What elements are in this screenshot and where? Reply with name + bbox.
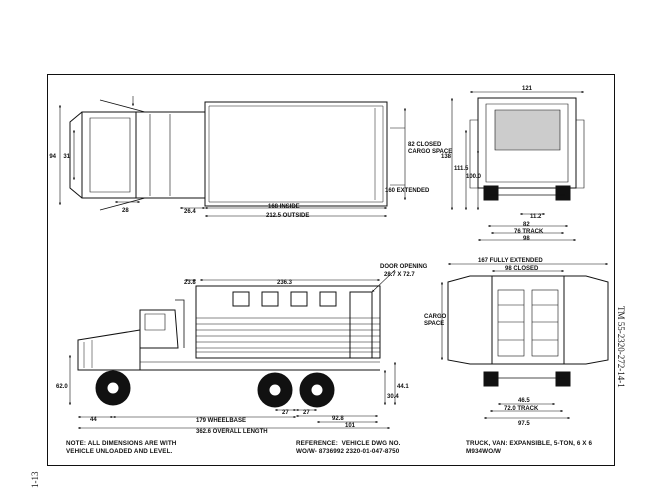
side-door: [349, 291, 373, 359]
side-window-4: [319, 291, 337, 307]
door-dims-label: 28.7 X 72.7: [384, 272, 415, 278]
side-view: [68, 269, 397, 430]
rear-dim-98-label: 98: [523, 236, 530, 242]
wheelbase-label: 179 WHEELBASE: [196, 418, 246, 424]
dim-26-4-label: 26.4: [184, 209, 196, 215]
closed-98-label: 98 CLOSED: [505, 266, 539, 272]
right-wing: [563, 275, 609, 365]
rear-dim-97-5-label: 97.5: [518, 421, 530, 427]
cargo-space-label: CARGO SPACE: [424, 314, 448, 327]
inside-length-label: 168 INSIDE: [268, 204, 300, 210]
top-view-cargo-box: [204, 101, 388, 207]
rear-height-100-label: 100.0: [466, 174, 482, 180]
closed-cargo-label: 82 CLOSED CARGO SPACE: [408, 142, 452, 155]
dim-28-label: 28: [122, 208, 129, 214]
rear-view-closed: [450, 90, 585, 242]
dim-94-label: 94: [49, 154, 56, 160]
rear-dim-82-label: 82: [523, 222, 530, 228]
reference-note: REFERENCE: VEHICLE DWG NO. WO/W- 8736992…: [296, 440, 401, 455]
side-dim-101-label: 101: [345, 423, 356, 429]
top-view-bumper: [69, 111, 83, 199]
left-wing: [447, 275, 493, 365]
rear-dim-11-2-label: 11.2: [530, 214, 542, 220]
closed-cargo-line-1: 82 CLOSED: [408, 142, 442, 148]
side-window-2: [261, 291, 279, 307]
side-dim-44-1-label: 44.1: [397, 384, 409, 390]
side-view-cargo-body: [195, 285, 381, 359]
side-dim-236-3-label: 236.3: [277, 280, 293, 286]
side-view-cab: [139, 309, 179, 349]
rear-track-72-label: 72.0 TRACK: [504, 406, 539, 412]
dim-31-label: 31: [63, 154, 70, 160]
side-dim-27b-label: 27: [303, 410, 310, 416]
top-view-cab: [81, 111, 137, 199]
cargo-space-line-2: SPACE: [424, 321, 444, 327]
vehicle-title: TRUCK, VAN: EXPANSIBLE, 5-TON, 6 X 6 M93…: [466, 440, 593, 455]
rear-dim-46-5-label: 46.5: [518, 398, 530, 404]
cargo-space-line-1: CARGO: [424, 314, 447, 320]
overall-length-label: 362.6 OVERALL LENGTH: [196, 429, 268, 435]
top-view: [58, 96, 407, 218]
outside-length-label: 212.5 OUTSIDE: [266, 213, 309, 219]
side-window-3: [290, 291, 308, 307]
drawing-frame: [47, 74, 615, 466]
side-dim-27a-label: 27: [282, 410, 289, 416]
rear-width-121-label: 121: [522, 86, 533, 92]
side-window-1: [232, 291, 250, 307]
fully-extended-label: 167 FULLY EXTENDED: [478, 258, 543, 264]
rear-height-111-5-label: 111.5: [454, 166, 469, 172]
dimensions-note: NOTE: ALL DIMENSIONS ARE WITH VEHICLE UN…: [66, 440, 177, 455]
rear-track-76-label: 76 TRACK: [514, 229, 544, 235]
side-dim-92-8-label: 92.8: [332, 416, 344, 422]
side-dim-62-0-label: 62.0: [56, 384, 68, 390]
rear-height-138-label: 138: [441, 154, 452, 160]
side-dim-30-4-label: 30.4: [387, 394, 399, 400]
rear-view-expanded: [440, 262, 609, 420]
side-dim-44-label: 44: [90, 417, 97, 423]
door-opening-label: DOOR OPENING: [380, 264, 428, 270]
expanded-rear-body: [491, 275, 565, 365]
extended-width-label: 160 EXTENDED: [385, 188, 430, 194]
closed-cargo-line-2: CARGO SPACE: [408, 149, 452, 155]
page-number: 1-13: [30, 471, 40, 489]
side-dim-23-8-label: 23.8: [184, 280, 196, 286]
side-view-hood: [77, 329, 141, 371]
manual-id: TM 55-2320-272-14-1: [616, 306, 626, 388]
